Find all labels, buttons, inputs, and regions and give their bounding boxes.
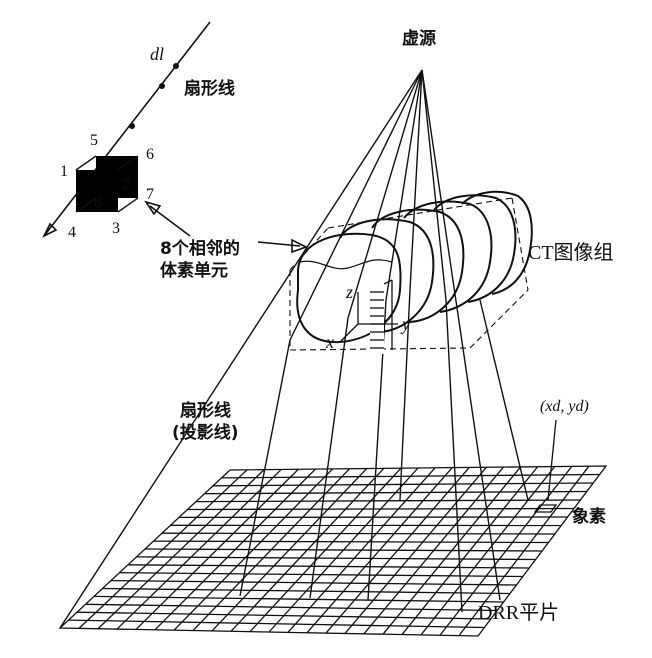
cube-number-4: 4	[68, 224, 76, 241]
cube-number-1: 1	[60, 163, 68, 180]
grid-col-line	[306, 467, 453, 634]
ct-slice	[433, 194, 517, 303]
pixel-coordinate-label: (xd, yd)	[540, 398, 589, 415]
ray-line	[42, 21, 211, 238]
grid-col-line	[116, 468, 282, 630]
fan-line-label-top: 扇形线	[184, 79, 235, 99]
grid-col-line	[382, 466, 522, 635]
adjacent-voxels-label-line1: 8个相邻的	[160, 239, 240, 259]
drr-film-label: DRR平片	[478, 602, 560, 624]
drr-film-outline	[58, 465, 608, 637]
projection-line	[445, 299, 463, 613]
grid-col-line	[325, 467, 470, 634]
grid-col-line	[363, 466, 504, 635]
projection-line	[309, 317, 349, 599]
grid-col-line	[458, 465, 590, 637]
projection-line	[59, 69, 423, 629]
cube-number-7: 7	[146, 186, 154, 203]
ct-slice	[296, 232, 402, 344]
axis-x-line	[339, 323, 359, 343]
ct-image-group-label: CT图像组	[528, 236, 614, 265]
grid-col-line	[154, 468, 316, 631]
grid-col-line	[401, 466, 539, 635]
grid-col-line	[97, 469, 265, 630]
projection-line	[421, 69, 447, 301]
grid-col-line	[78, 469, 248, 629]
grid-col-line	[230, 467, 385, 632]
axis-x-label: x	[326, 332, 334, 352]
ct-slice	[403, 200, 493, 313]
grid-col-line	[344, 466, 487, 634]
ct-image-group-text: CT图像组	[528, 242, 614, 264]
grid-col-line	[173, 468, 334, 631]
axis-z-label: z	[346, 282, 354, 302]
projection-line	[409, 69, 423, 291]
grid-col-line	[420, 466, 556, 636]
projection-line	[385, 69, 423, 301]
grid-col-line	[439, 465, 573, 636]
axis-y-label: y	[402, 314, 410, 334]
drr-film	[58, 419, 608, 637]
projection-line	[479, 299, 529, 501]
projection-line	[421, 69, 501, 601]
projection-line	[239, 339, 291, 597]
ct-slice	[339, 218, 435, 333]
coordinate-axes	[339, 292, 398, 343]
ct-slice	[461, 190, 533, 295]
projection-line	[289, 69, 423, 341]
cube-number-5: 5	[90, 132, 98, 149]
grid-col-line	[135, 468, 299, 630]
cube-number-6: 6	[146, 146, 154, 163]
highlighted-pixel	[533, 504, 558, 513]
grid-col-line	[192, 468, 351, 631]
drr-grid-cols	[78, 465, 590, 637]
virtual-source-label: 虚源	[402, 29, 436, 49]
projection-line	[399, 289, 411, 501]
fan-line-label-bottom: 扇形线	[180, 401, 231, 421]
ct-slice-stack	[296, 190, 533, 344]
grid-col-line	[211, 468, 368, 632]
grid-col-line	[268, 467, 419, 633]
cube-number-8: 8	[94, 194, 102, 211]
cube-number-3: 3	[112, 220, 120, 237]
grid-col-line	[249, 467, 402, 633]
projection-line	[347, 69, 423, 319]
grid-col-line	[287, 467, 436, 633]
pixel-label: 象素	[572, 507, 606, 527]
ct-slice	[371, 208, 465, 323]
pointer-arrows	[144, 200, 309, 254]
projection-line-label: (投影线)	[172, 423, 239, 443]
ct-slice	[299, 259, 393, 270]
dl-label: dl	[150, 44, 165, 64]
cube-number-2: 2	[122, 176, 130, 193]
voxel-cube	[75, 155, 139, 213]
adjacent-voxels-label-line2: 体素单元	[160, 261, 228, 281]
